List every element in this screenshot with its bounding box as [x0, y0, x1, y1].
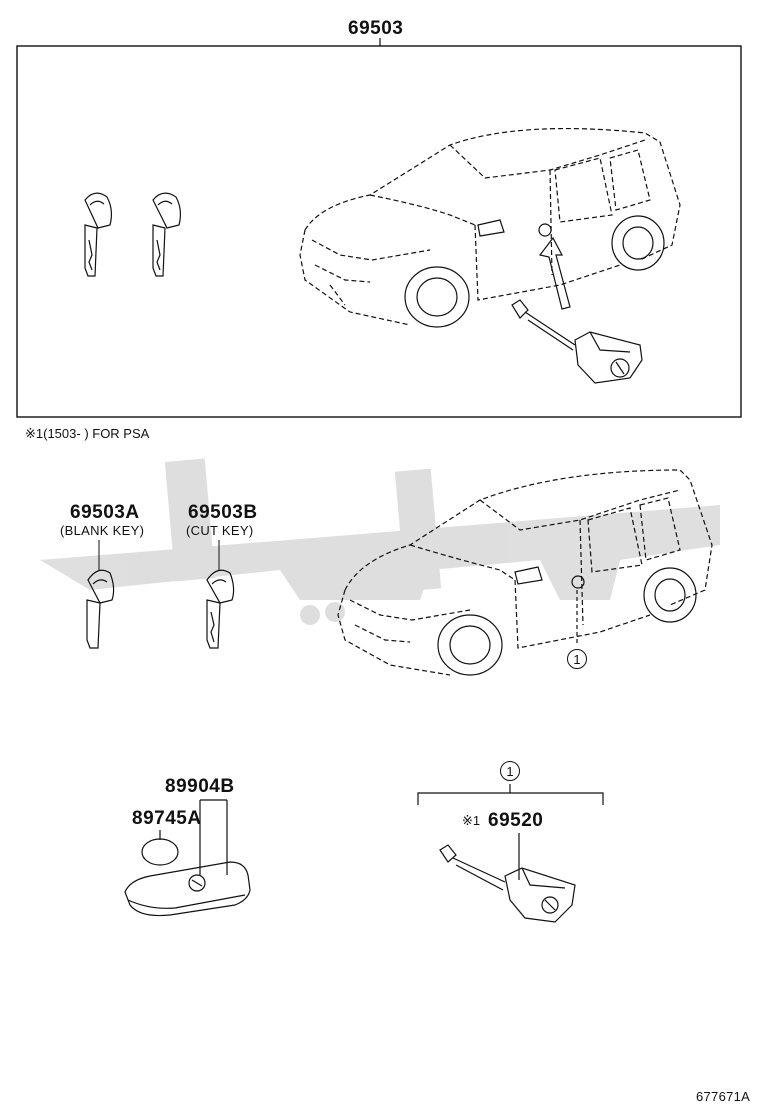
- top-car-illustration: [299, 127, 681, 326]
- direction-arrow: [538, 236, 571, 310]
- top-car-wheels: [404, 215, 665, 328]
- lock-part-number: 69520: [488, 810, 544, 831]
- top-key-2: [152, 192, 182, 277]
- bottom-car-illustration: [337, 469, 713, 676]
- note-text: (1503- ) FOR PSA: [43, 426, 150, 441]
- top-key-1: [84, 192, 113, 277]
- lock-ref-circle: 1: [500, 761, 520, 781]
- assembly-part-number: 69503: [348, 18, 404, 39]
- blank-key-part-number: 69503A: [70, 502, 140, 523]
- car-ref-circle: 1: [567, 649, 587, 669]
- top-lock-cylinder: [511, 299, 643, 384]
- blank-key-illustration: [86, 540, 115, 649]
- cut-key-illustration: [206, 540, 235, 649]
- remote-part-number: 89904B: [165, 776, 235, 797]
- note-symbol: ※1: [25, 426, 44, 441]
- cut-key-part-number: 69503B: [188, 502, 258, 523]
- cut-key-desc: (CUT KEY): [186, 523, 254, 538]
- battery-part-number: 89745A: [132, 808, 202, 829]
- assembly-frame: [16, 45, 742, 418]
- psa-note: ※1(1503- ) FOR PSA: [25, 426, 149, 442]
- blank-key-desc: (BLANK KEY): [60, 523, 145, 538]
- remote-key-illustration: [124, 861, 251, 917]
- lock-bracket: [417, 792, 604, 805]
- bottom-lock-cylinder: [439, 844, 576, 923]
- diagram-id: 677671A: [696, 1089, 751, 1104]
- lock-marker: ※1: [462, 813, 481, 828]
- battery-illustration: [141, 838, 179, 866]
- bottom-car-wheels: [437, 566, 697, 676]
